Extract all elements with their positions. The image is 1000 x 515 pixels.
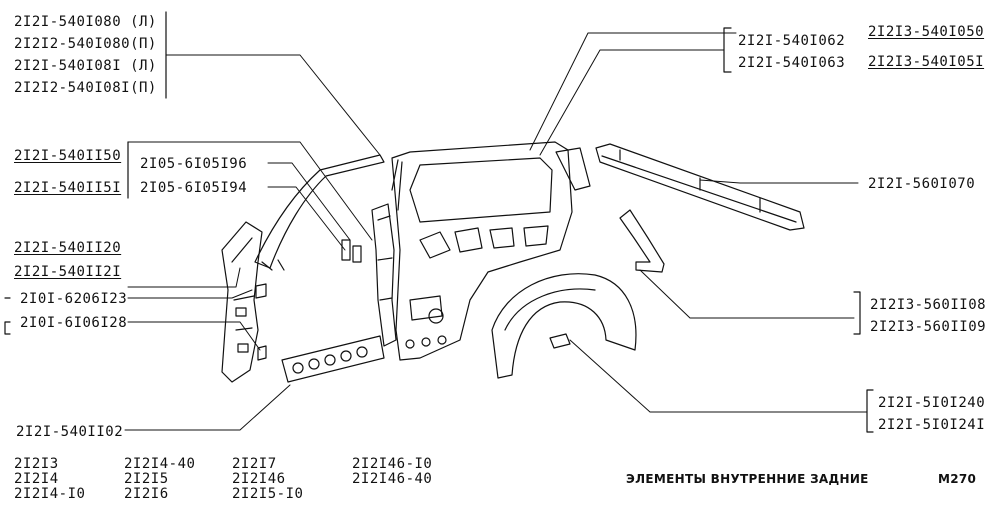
callout-brackets	[4, 11, 874, 433]
model-code: 2I2I46	[232, 471, 286, 487]
small-bracket-part	[619, 209, 665, 273]
model-code: 2I2I4-40	[124, 456, 196, 472]
lower-perforated-panel	[281, 335, 385, 383]
model-code: 2I2I7	[232, 456, 277, 472]
model-code: 2I2I46-I0	[352, 456, 433, 472]
part-number: 2I2I-540I062	[738, 33, 846, 49]
quarter-inner-panel	[391, 141, 591, 361]
model-code: 2I2I46-40	[352, 471, 433, 487]
model-code: 2I2I3	[14, 456, 59, 472]
part-number: 2I2I-540I063	[738, 55, 846, 71]
part-number: 2I2I-540II50	[14, 148, 122, 164]
model-code: 2I2I4-I0	[14, 486, 86, 502]
model-code: 2I2I5	[124, 471, 169, 487]
part-number: 2I2I-540I080 (Л)	[14, 14, 157, 30]
roof-rail-part	[595, 143, 805, 231]
part-number: 2I2I-540II02	[16, 424, 124, 440]
sheet-code: M270	[938, 472, 977, 486]
part-number: 2I2I-5I0I24I	[878, 417, 986, 433]
clip-parts	[341, 239, 362, 263]
model-code: 2I2I4	[14, 471, 59, 487]
part-number: 2I0I-6I06I28	[20, 315, 128, 331]
part-number: 2I05-6I05I94	[140, 180, 248, 196]
model-code: 2I2I6	[124, 486, 169, 502]
part-number: 2I2I-560I070	[868, 176, 976, 192]
part-number: 2I2I3-560II09	[870, 319, 987, 335]
leader-lines	[124, 32, 868, 431]
part-number: 2I2I-540II20	[14, 240, 122, 256]
model-code: 2I2I5-I0	[232, 486, 304, 502]
part-number: 2I05-6I05I96	[140, 156, 248, 172]
part-number: 2I2I3-560II08	[870, 297, 987, 313]
part-number: 2I0I-6206I23	[20, 291, 128, 307]
diagram-title: ЭЛЕМЕНТЫ ВНУТРЕННИЕ ЗАДНИЕ	[626, 472, 869, 486]
left-pillar-part	[221, 221, 267, 383]
part-number: 2I2I-540II5I	[14, 180, 122, 196]
part-number: 2I2I3-540I05I	[868, 54, 985, 70]
part-number: 2I2I2-540I08I(П)	[14, 80, 157, 96]
part-number: 2I2I2-540I080(П)	[14, 36, 157, 52]
part-number: 2I2I-540II2I	[14, 264, 122, 280]
part-number: 2I2I-540I08I (Л)	[14, 58, 157, 74]
roof-pillar-part	[254, 154, 385, 271]
b-pillar-part	[371, 203, 397, 347]
part-number: 2I2I3-540I050	[868, 24, 985, 40]
wheel-arch-liner-part	[491, 273, 637, 379]
part-number: 2I2I-5I0I240	[878, 395, 986, 411]
